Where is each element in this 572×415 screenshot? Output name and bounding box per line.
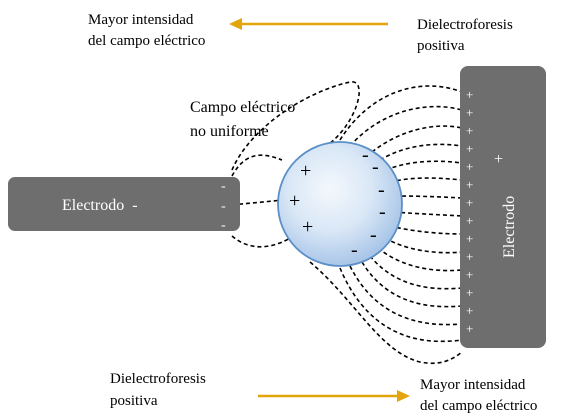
particle-positive-charge: + [302, 216, 313, 238]
right-electrode-charge: + [466, 213, 473, 228]
field-line [369, 255, 463, 290]
top-arrow [229, 18, 388, 30]
right-electrode-charge: + [466, 321, 473, 336]
right-electrode-charge: + [466, 195, 473, 210]
right-electrode-charge: + [466, 123, 473, 138]
right-electrode-charge: + [466, 105, 473, 120]
left-electrode-label: Electrodo - [62, 197, 138, 214]
field-line [394, 195, 463, 199]
particle-negative-charge: - [351, 239, 358, 261]
field-line [349, 265, 463, 326]
right-electrode-charge: + [466, 177, 473, 192]
top-right-caption-line1: Dielectroforesis [417, 17, 513, 33]
field-line [389, 225, 463, 235]
field-line [371, 125, 463, 153]
particle-negative-charge: - [362, 144, 369, 166]
bottom-right-caption-line2: del campo eléctrico [420, 398, 537, 414]
particle-negative-charge: - [370, 224, 377, 246]
bottom-left-caption-line2: positiva [110, 393, 158, 409]
bottom-left-caption-line1: Dielectroforesis [110, 371, 206, 387]
field-line [379, 143, 463, 161]
field-line [309, 261, 463, 365]
particle-positive-charge: + [289, 190, 300, 212]
field-caption-line2: no uniforme [190, 123, 269, 140]
right-electrode: + + + + + + + + + + + + + + Electrodo + [460, 66, 546, 348]
left-electrode: Electrodo - - - - [8, 177, 240, 233]
top-right-caption-line2: positiva [417, 38, 465, 54]
field-line [231, 154, 283, 177]
field-line [349, 105, 463, 147]
left-electrode-charge: - [221, 199, 226, 214]
right-electrode-charge: + [466, 141, 473, 156]
particle-negative-charge: - [379, 201, 386, 223]
field-line [339, 85, 463, 141]
right-electrode-charge: + [466, 159, 473, 174]
bottom-arrow [258, 390, 410, 402]
right-electrode-charge: + [466, 285, 473, 300]
top-left-caption-line1: Mayor intensidad [88, 12, 194, 28]
field-line [377, 247, 463, 272]
right-electrode-charge: + [466, 267, 473, 282]
field-line [389, 177, 463, 183]
particle-positive-charge: + [300, 160, 311, 182]
bottom-right-caption-line1: Mayor intensidad [420, 377, 526, 393]
field-line [385, 160, 463, 171]
right-electrode-sign: + [494, 151, 503, 168]
right-electrode-charge: + [466, 87, 473, 102]
field-caption-line1: Campo eléctrico [190, 99, 295, 116]
particle-negative-charge: - [378, 179, 385, 201]
field-line [339, 267, 463, 343]
top-left-caption-line2: del campo eléctrico [88, 33, 205, 49]
polarized-particle: + + + - - - - - - [277, 141, 403, 267]
right-electrode-charge: + [466, 249, 473, 264]
right-electrode-charge: + [466, 303, 473, 318]
field-line [393, 211, 463, 217]
right-electrode-label: Electrodo [501, 196, 518, 258]
right-electrode-charge: + [466, 231, 473, 246]
left-electrode-charge: - [221, 179, 226, 194]
field-line [384, 237, 463, 254]
field-line [231, 235, 291, 248]
particle-negative-charge: - [372, 156, 379, 178]
left-electrode-charge: - [221, 218, 226, 233]
field-line [361, 261, 463, 308]
